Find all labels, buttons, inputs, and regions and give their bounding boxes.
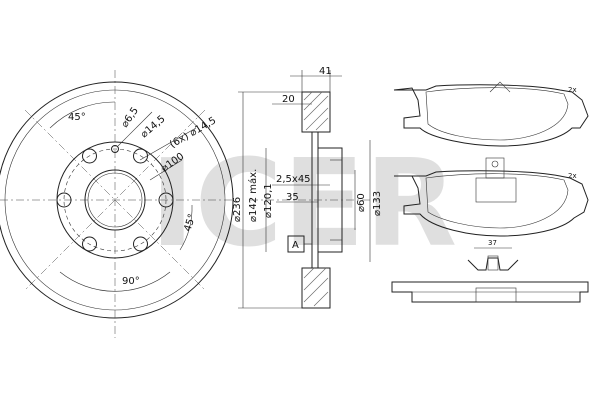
dia-center-label: ⌀120,1 xyxy=(263,183,274,218)
angle-right-label: 45° xyxy=(182,213,198,233)
pad-bottom-sensor-clip xyxy=(475,177,517,203)
dim-35-label: 35 xyxy=(286,192,299,203)
disc-pcd-circle xyxy=(63,148,167,252)
pad-top xyxy=(393,84,589,147)
disc-center-bore xyxy=(84,169,146,231)
spring-clip: 37 xyxy=(467,239,519,271)
locator-pin xyxy=(111,145,119,153)
disc-braking-ring xyxy=(4,89,226,311)
rotor-section-lower xyxy=(301,267,331,309)
bolt-hole-4 xyxy=(56,192,72,208)
pad-top-qty: 2x xyxy=(568,86,577,94)
dia-60-label: ⌀60 xyxy=(356,193,367,212)
chamfer-label: 2,5x45 xyxy=(276,174,311,185)
dia-outer-label: ⌀236 xyxy=(232,197,243,222)
pad-bottom-qty: 2x xyxy=(568,172,577,180)
bolt-hole-2 xyxy=(133,236,148,252)
disc-section-view: 41 20 2,5x45 35 ⌀236 ⌀142 máx. ⌀120,1 xyxy=(232,66,383,309)
bolt-hole-5 xyxy=(82,148,97,164)
brake-pads: 2x 2x 37 xyxy=(391,81,589,303)
section-marker-label: A xyxy=(292,240,299,251)
pad-bottom xyxy=(394,170,589,237)
watermark: ICER xyxy=(150,135,457,274)
angle-top-label: 45° xyxy=(68,112,86,123)
rotor-section-upper xyxy=(301,91,331,133)
bolt-hole-1 xyxy=(158,192,174,208)
total-width-label: 41 xyxy=(319,66,332,77)
hub-width-label: 20 xyxy=(282,94,295,105)
spring-dim-label: 37 xyxy=(488,239,497,247)
disc-outer-edge xyxy=(0,81,234,319)
bolt-hole-3 xyxy=(82,236,97,252)
dia-max-label: ⌀142 máx. xyxy=(247,169,259,222)
dia-133-label: ⌀133 xyxy=(372,191,383,216)
pad-side-view xyxy=(391,281,589,303)
angle-bottom-label: 90° xyxy=(122,276,140,287)
